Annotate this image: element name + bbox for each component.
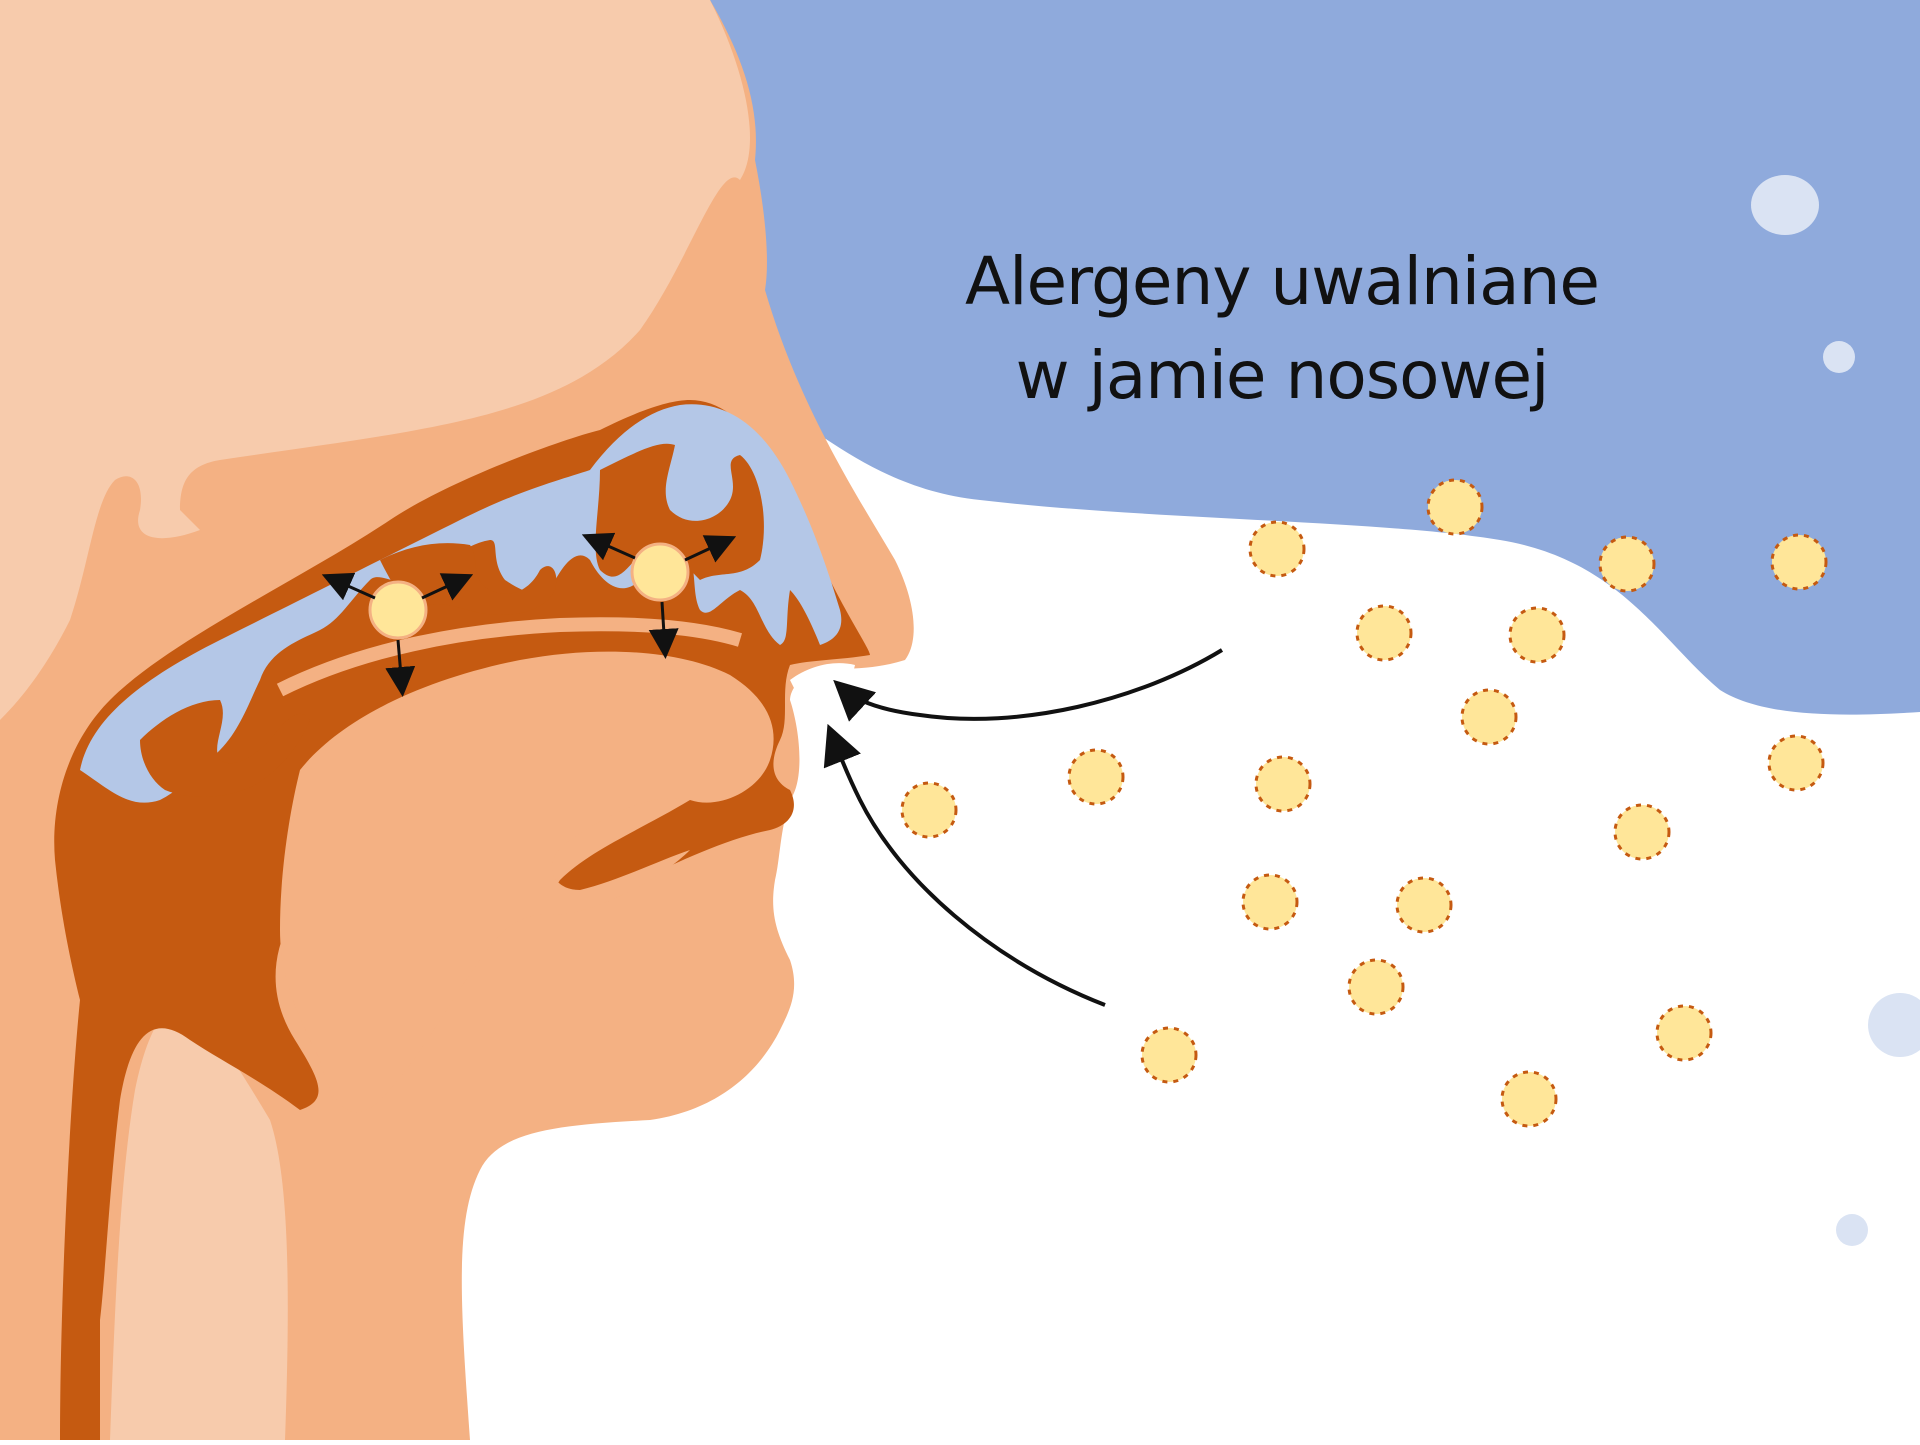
bubble	[1836, 1214, 1868, 1246]
pollen-grain-icon	[1769, 736, 1823, 790]
bubble	[1868, 993, 1920, 1057]
pollen-grain-icon	[1256, 757, 1310, 811]
pollen-grain-icon	[370, 582, 426, 638]
caption-line-2: w jamie nosowej	[1016, 337, 1549, 414]
pollen-grain-icon	[1069, 750, 1123, 804]
bubble	[1751, 175, 1819, 235]
pollen-grain-icon	[1510, 608, 1564, 662]
pollen-grain-icon	[1615, 805, 1669, 859]
pollen-grain-icon	[902, 783, 956, 837]
bubble	[1823, 341, 1855, 373]
pollen-grain-icon	[1600, 537, 1654, 591]
pollen-grain-icon	[1502, 1072, 1556, 1126]
pollen-grain-icon	[1142, 1028, 1196, 1082]
pollen-grain-icon	[1428, 480, 1482, 534]
pollen-grain-icon	[1462, 690, 1516, 744]
pollen-grain-icon	[1357, 606, 1411, 660]
pollen-grain-icon	[1349, 960, 1403, 1014]
pollen-grain-icon	[1772, 535, 1826, 589]
pollen-grain-icon	[1657, 1006, 1711, 1060]
pollen-grain-icon	[1243, 875, 1297, 929]
caption-line-1: Alergeny uwalniane	[965, 243, 1599, 320]
pollen-grain-icon	[1250, 522, 1304, 576]
inhale-arrow-lower	[832, 735, 1105, 1005]
pollen-grain-icon	[632, 544, 688, 600]
pollen-grain-icon	[1397, 878, 1451, 932]
